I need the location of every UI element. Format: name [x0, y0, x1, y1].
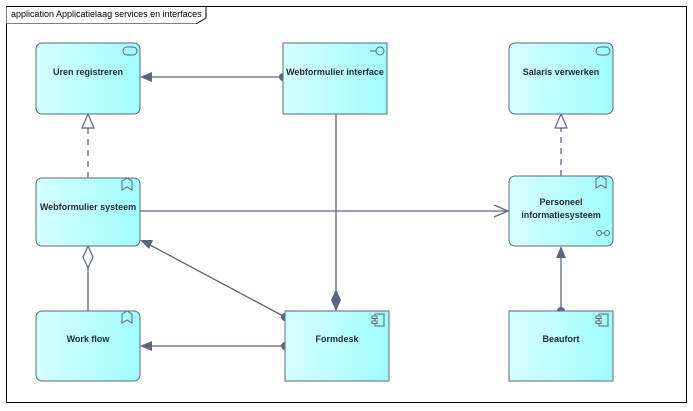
node-label-line1: Personeel: [539, 197, 582, 207]
component-icon: [371, 313, 385, 327]
node-label: Webformulier systeem: [40, 202, 136, 212]
relation-beaufort-to-personeel[interactable]: [556, 246, 566, 315]
frame-title: application Applicatielaag services en i…: [11, 9, 202, 19]
interface-icon: [370, 46, 385, 56]
node-label: Webformulier interface: [286, 67, 384, 77]
relation-formdesk-composes-interface[interactable]: [331, 114, 341, 311]
node-label: Work flow: [67, 334, 111, 344]
relation-systeem-flow-personeel[interactable]: [140, 204, 510, 218]
relation-personeel-realizes-salaris[interactable]: [554, 112, 568, 176]
node-salaris-verwerken[interactable]: Salaris verwerken: [508, 42, 614, 115]
node-webformulier-systeem[interactable]: Webformulier systeem: [35, 177, 141, 247]
node-formdesk[interactable]: Formdesk: [284, 310, 390, 382]
service-icon: [595, 46, 611, 56]
relation-workflow-aggregation[interactable]: [82, 244, 94, 311]
relation-interface-to-uren[interactable]: [140, 72, 287, 82]
node-uren-registreren[interactable]: Uren registreren: [35, 42, 141, 115]
node-webformulier-interface[interactable]: Webformulier interface: [282, 42, 388, 115]
function-icon: [121, 310, 133, 324]
frame-title-tab: [6, 6, 207, 24]
function-icon: [121, 177, 133, 191]
node-personeel-informatiesysteem[interactable]: Personeel informatiesysteem: [508, 175, 614, 247]
service-icon: [122, 46, 138, 56]
node-label-line2: informatiesysteem: [521, 210, 601, 220]
node-beaufort[interactable]: Beaufort: [508, 310, 614, 382]
node-label: Uren registreren: [53, 67, 123, 77]
component-icon: [595, 313, 609, 327]
node-label: Salaris verwerken: [523, 67, 600, 77]
relation-systeem-realizes-uren[interactable]: [81, 112, 95, 178]
relation-formdesk-to-systeem[interactable]: [140, 240, 289, 321]
function-icon: [595, 175, 607, 189]
node-work-flow[interactable]: Work flow: [35, 310, 141, 382]
node-label: Beaufort: [542, 334, 579, 344]
relation-formdesk-to-workflow[interactable]: [140, 341, 289, 351]
collaboration-icon: [596, 230, 610, 236]
node-label: Formdesk: [315, 334, 359, 344]
